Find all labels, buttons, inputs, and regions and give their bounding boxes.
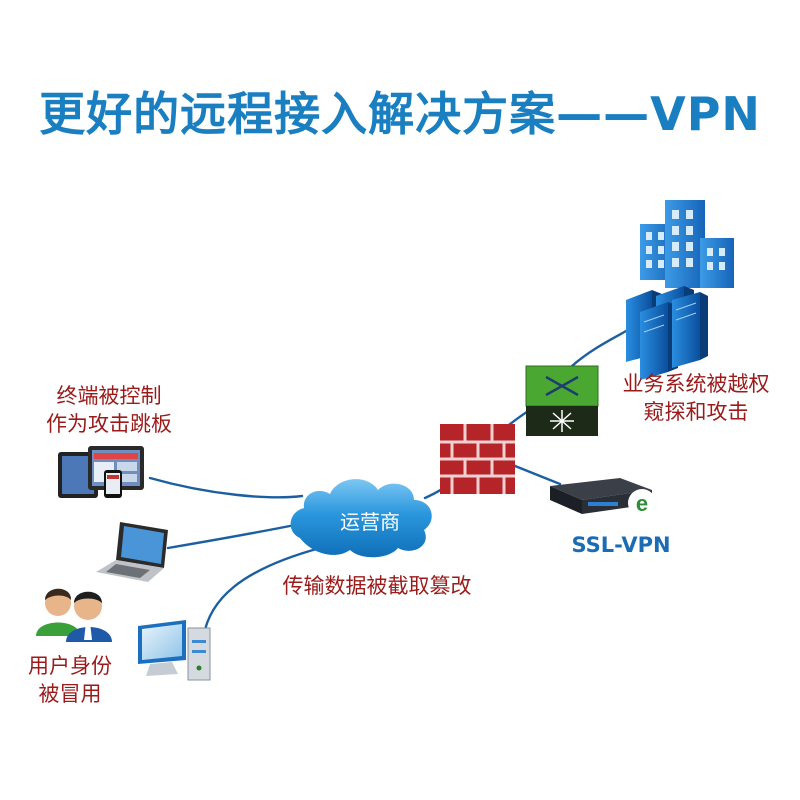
svg-text:e: e [636, 491, 648, 516]
users-icon [36, 588, 112, 642]
firewall-icon [440, 424, 515, 494]
terminal-risk-line2: 作为攻击跳板 [46, 412, 172, 436]
server-rack-icon [626, 286, 708, 380]
ssl-vpn-label: SSL-VPN [571, 533, 671, 557]
terminal-risk-line1: 终端被控制 [56, 384, 162, 408]
page-title: 更好的远程接入解决方案——VPN [39, 87, 761, 141]
line-switch-servers [570, 328, 630, 368]
business-risk-label: 业务系统被越权 窥探和攻击 [606, 370, 786, 426]
switch-icon [525, 365, 599, 436]
ssl-vpn-appliance-icon: e [550, 478, 656, 517]
laptop-icon [96, 522, 168, 582]
terminal-risk-label: 终端被控制 作为攻击跳板 [24, 382, 194, 438]
carrier-label: 运营商 [340, 510, 400, 534]
line-laptop-cloud [166, 522, 302, 550]
tablet-phone-icon [58, 446, 144, 498]
line-tablet-cloud [148, 476, 304, 499]
business-risk-line2: 窥探和攻击 [643, 400, 749, 424]
identity-risk-line2: 被冒用 [38, 682, 102, 706]
business-risk-line1: 业务系统被越权 [622, 372, 770, 396]
identity-risk-line1: 用户身份 [28, 654, 112, 678]
line-pc-cloud [201, 546, 322, 642]
cloud-icon [290, 479, 432, 558]
connection-lines [148, 328, 630, 642]
identity-risk-label: 用户身份 被冒用 [20, 652, 120, 708]
buildings-icon [640, 200, 734, 288]
transfer-risk-label: 传输数据被截取篡改 [282, 574, 472, 598]
desktop-pc-icon [138, 620, 211, 681]
